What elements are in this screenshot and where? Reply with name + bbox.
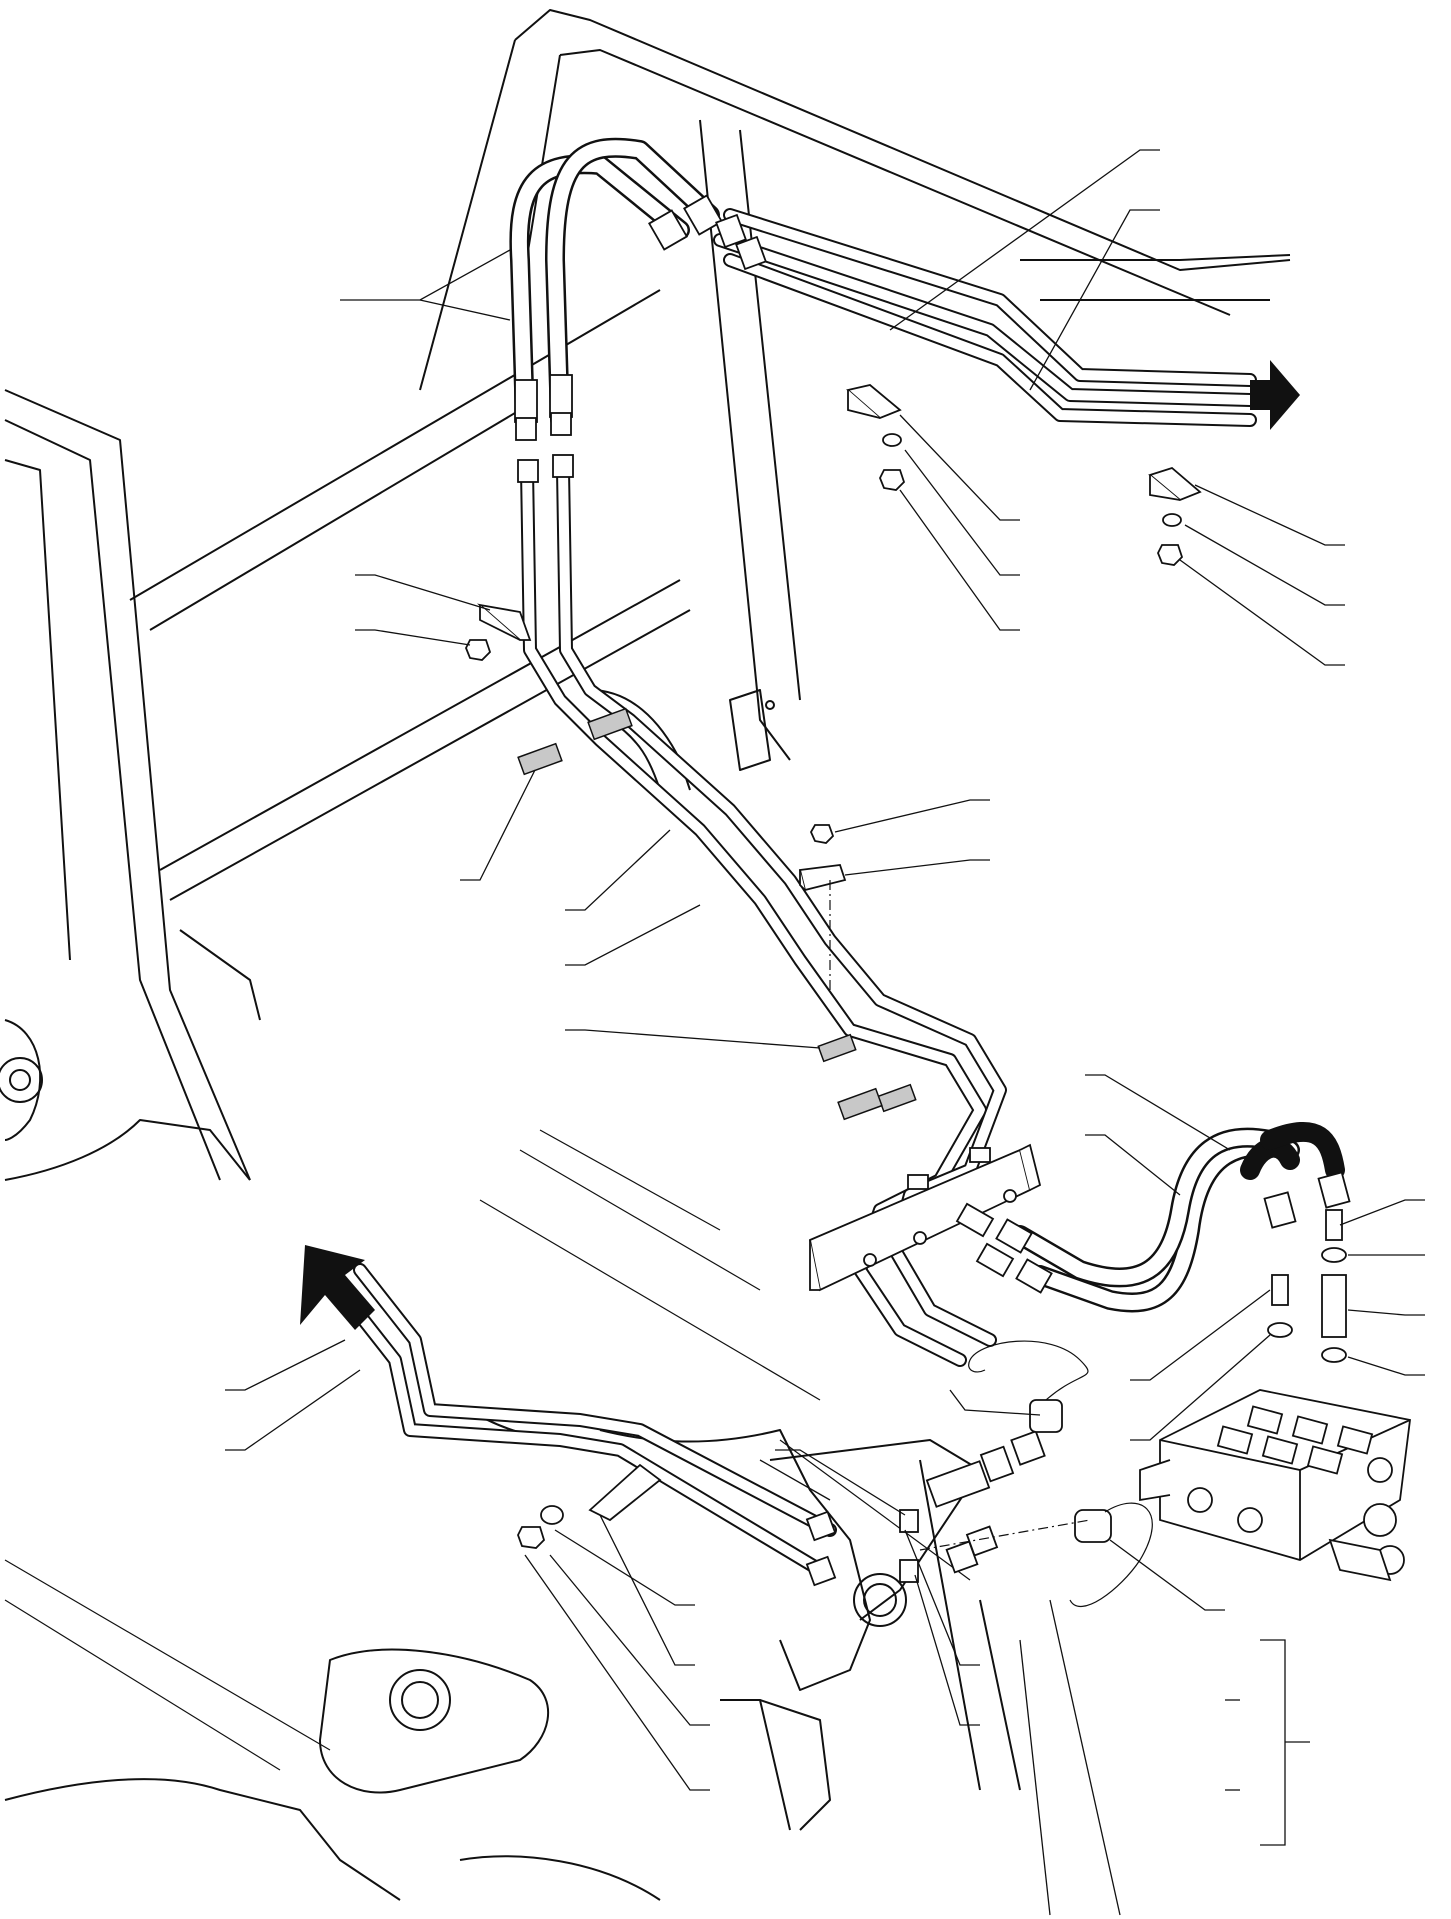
manifold-block	[808, 1143, 1042, 1292]
hose-lower-loop	[955, 1121, 1351, 1363]
hose-upper-loop	[509, 137, 767, 441]
callout-leaders	[225, 149, 1425, 1916]
flow-arrow-up-left-icon	[300, 1245, 375, 1330]
pipe-run-lower	[333, 1263, 837, 1587]
machine-frame	[0, 9, 1291, 1901]
flow-arrow-right-icon	[1250, 360, 1300, 430]
clamps-and-fasteners	[465, 384, 1202, 1549]
pipe-run-upper	[713, 208, 1257, 427]
quick-couplers	[899, 1340, 1153, 1607]
control-valve	[1139, 1389, 1411, 1582]
